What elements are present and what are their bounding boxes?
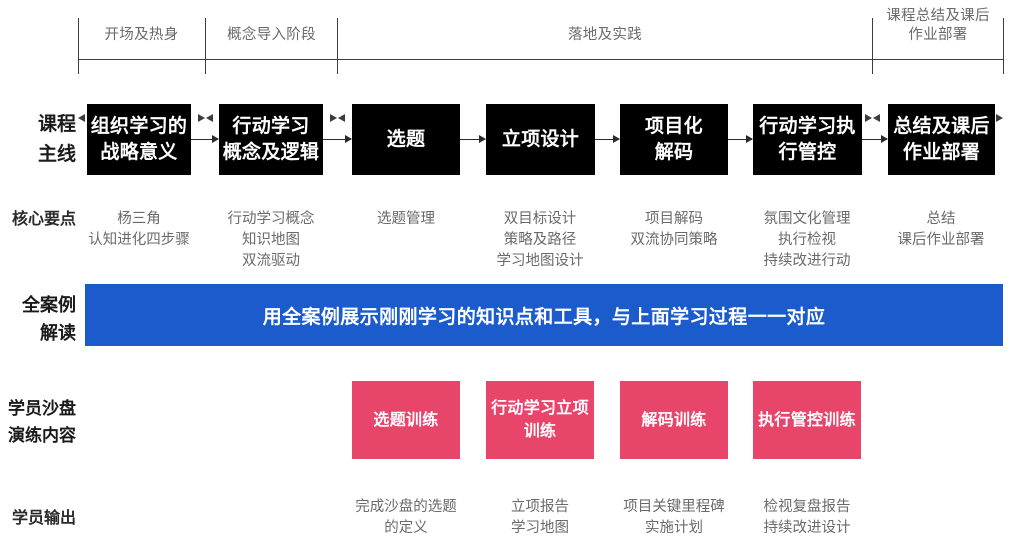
connector-arrow-0 [191,135,219,143]
timeline-segment-line-0 [78,59,205,122]
connector-arrow-4 [728,135,753,143]
output-item-0: 完成沙盘的选题 的定义 [355,499,457,536]
connector-arrow-3 [595,135,620,143]
core-point-2: 选题管理 [377,211,435,227]
sandbox-box-3[interactable]: 执行管控训练 [753,381,861,459]
row-label-casebanner: 全案例 解读 [22,295,76,343]
arrow-right-icon [330,114,337,122]
timeline-tick-0 [78,18,79,74]
row-label-sandbox: 学员沙盘 演练内容 [8,399,76,445]
arrow-left-icon [338,114,345,122]
timeline-tick-1 [205,18,206,74]
core-point-3: 双目标设计 策略及路径 学习地图设计 [496,211,584,269]
row-label-outputs: 学员输出 [11,510,76,527]
output-item-3: 检视复盘报告 持续改进设计 [763,499,851,536]
connector-arrow-2 [460,135,486,143]
case-study-banner-text: 用全案例展示刚刚学习的知识点和工具，与上面学习过程一一对应 [262,306,826,328]
sandbox-box-0[interactable]: 选题训练 [352,381,460,459]
case-study-banner[interactable]: 用全案例展示刚刚学习的知识点和工具，与上面学习过程一一对应 [85,284,1003,346]
row-label-corepoints: 核心要点 [11,211,76,228]
core-point-0: 杨三角 认知进化四步骤 [88,211,190,248]
timeline-tick-3 [872,18,873,74]
core-point-4: 项目解码 双流协同策略 [630,211,718,248]
arrow-left-icon [78,114,85,122]
connector-arrow-5 [862,135,888,143]
process-box-6[interactable]: 总结及课后 作业部署 [888,104,995,175]
process-box-1[interactable]: 行动学习 概念及逻辑 [219,104,323,175]
process-box-5[interactable]: 行动学习执 行管控 [753,104,862,175]
connector-arrow-1 [323,135,352,143]
arrow-right-icon [198,114,205,122]
timeline-segment-line-3 [873,59,1003,122]
timeline-segment-line-1 [206,59,337,122]
arrow-right-icon [865,114,872,122]
arrow-left-icon [873,114,880,122]
output-item-2: 项目关键里程碑 实施计划 [623,499,725,536]
process-box-0[interactable]: 组织学习的 战略意义 [87,104,191,175]
process-box-3[interactable]: 立项设计 [486,104,595,175]
output-item-1: 立项报告 学习地图 [511,499,569,536]
process-box-4[interactable]: 项目化 解码 [620,104,728,175]
timeline-label-2: 落地及实践 [568,27,642,43]
core-point-6: 总结 课后作业部署 [897,211,985,248]
core-point-1: 行动学习概念 知识地图 双流驱动 [227,211,315,269]
process-box-2[interactable]: 选题 [352,104,460,175]
sandbox-box-2[interactable]: 解码训练 [620,381,728,459]
timeline-label-0: 开场及热身 [104,27,179,43]
timeline-tick-2 [337,18,338,74]
row-label-mainline: 课程 主线 [37,114,76,165]
sandbox-box-1[interactable]: 行动学习立项 训练 [486,381,594,459]
core-point-5: 氛围文化管理 执行检视 持续改进行动 [763,211,851,269]
timeline-segment-line-2 [338,59,872,122]
arrow-left-icon [206,114,213,122]
arrow-right-icon [996,114,1003,122]
timeline-label-3: 课程总结及课后 作业部署 [886,8,990,43]
timeline-label-1: 概念导入阶段 [227,27,316,43]
timeline-tick-4 [1003,18,1004,74]
